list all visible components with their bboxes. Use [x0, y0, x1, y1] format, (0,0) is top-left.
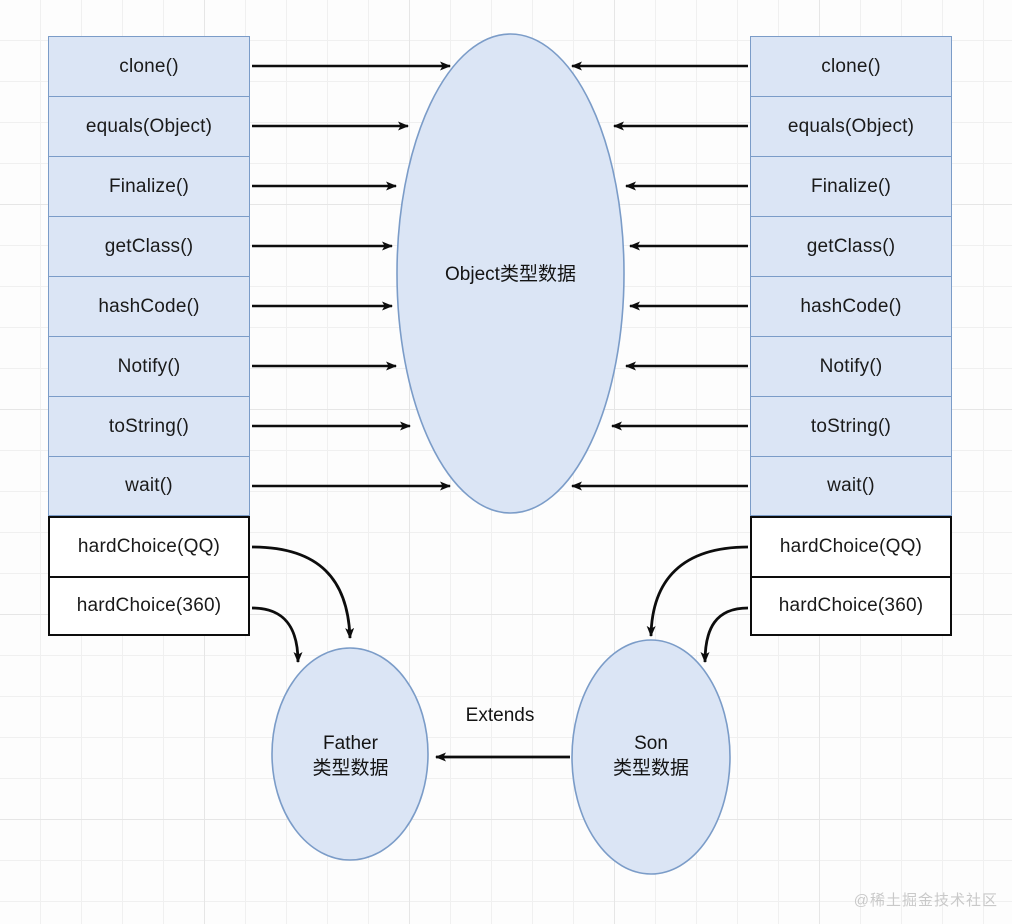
table-row[interactable]: toString()	[750, 396, 952, 456]
object-ellipse	[396, 33, 625, 514]
method-label: hashCode()	[98, 295, 200, 317]
method-label: toString()	[108, 415, 190, 437]
table-row[interactable]: hardChoice(360)	[750, 576, 952, 636]
table-row[interactable]: Finalize()	[48, 156, 250, 216]
table-row[interactable]: hashCode()	[48, 276, 250, 336]
table-row[interactable]: hardChoice(QQ)	[48, 516, 250, 576]
table-row[interactable]: Notify()	[48, 336, 250, 396]
method-label: equals(Object)	[787, 115, 915, 137]
table-row[interactable]: hardChoice(360)	[48, 576, 250, 636]
method-label: hardChoice(QQ)	[77, 536, 221, 557]
table-row[interactable]: getClass()	[48, 216, 250, 276]
method-label: wait()	[827, 475, 875, 496]
father-ellipse	[271, 647, 429, 861]
left-own-arrows	[251, 545, 355, 663]
method-label: toString()	[810, 415, 892, 437]
method-label: hashCode()	[800, 295, 902, 317]
method-label: Finalize()	[108, 175, 190, 197]
table-row[interactable]: wait()	[750, 456, 952, 516]
extends-edge-label: Extends	[465, 705, 535, 726]
table-row[interactable]: wait()	[48, 456, 250, 516]
method-label: clone()	[821, 55, 881, 77]
father-method-table: clone() equals(Object) Finalize() getCla…	[48, 36, 250, 636]
table-row[interactable]: clone()	[750, 36, 952, 96]
arrow-left-hardchoice-qq	[251, 545, 355, 639]
table-row[interactable]: toString()	[48, 396, 250, 456]
method-label: getClass()	[806, 235, 896, 257]
left-inherited-arrows	[252, 61, 451, 491]
method-label: Finalize()	[810, 175, 892, 197]
arrow-right-hardchoice-qq	[646, 545, 749, 637]
method-label: Notify()	[117, 355, 181, 377]
right-inherited-arrows	[571, 61, 748, 491]
method-label: Notify()	[819, 355, 883, 377]
method-label: hardChoice(360)	[778, 595, 924, 616]
method-label: getClass()	[104, 235, 194, 257]
table-row[interactable]: getClass()	[750, 216, 952, 276]
method-label: equals(Object)	[85, 115, 213, 137]
arrow-right-hardchoice-360	[700, 606, 749, 663]
son-ellipse	[571, 639, 731, 875]
table-row[interactable]: clone()	[48, 36, 250, 96]
right-own-arrows	[646, 545, 749, 663]
method-label: hardChoice(360)	[76, 595, 222, 616]
table-row[interactable]: hardChoice(QQ)	[750, 516, 952, 576]
table-row[interactable]: equals(Object)	[48, 96, 250, 156]
table-row[interactable]: equals(Object)	[750, 96, 952, 156]
watermark: @稀土掘金技术社区	[853, 892, 998, 909]
table-row[interactable]: Finalize()	[750, 156, 952, 216]
method-label: wait()	[125, 475, 173, 496]
method-label: hardChoice(QQ)	[779, 536, 923, 557]
method-label: clone()	[119, 55, 179, 77]
table-row[interactable]: hashCode()	[750, 276, 952, 336]
table-row[interactable]: Notify()	[750, 336, 952, 396]
arrow-left-hardchoice-360	[251, 606, 303, 663]
son-method-table: clone() equals(Object) Finalize() getCla…	[750, 36, 952, 636]
